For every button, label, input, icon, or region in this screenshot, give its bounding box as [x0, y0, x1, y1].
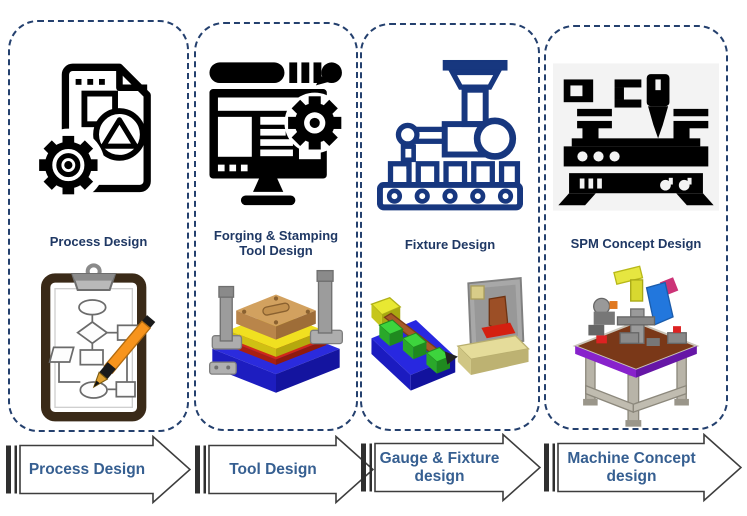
card-label: Process Design [49, 233, 148, 249]
card-process-design: Process Design [8, 20, 189, 432]
process-design-image-box [37, 260, 161, 430]
cnc-machine-icon [553, 63, 719, 211]
striped-right-arrow-icon [195, 435, 374, 505]
document-shapes-gear-icon [31, 63, 151, 202]
flow-arrow-label: Tool Design [229, 461, 317, 479]
tool-design-image-box [201, 262, 351, 429]
flow-arrow-gauge-fixture-design: Gauge & Fixture design [360, 433, 541, 503]
flow-arrow-label: Gauge & Fixture design [379, 450, 500, 485]
card-label: SPM Concept Design [570, 235, 702, 251]
cad-monitor-gear-icon [209, 62, 345, 206]
card-tool-design: Forging & Stamping Tool Design [194, 22, 358, 431]
spm-concept-image-box [561, 262, 711, 428]
flow-arrow-process-design: Process Design [5, 435, 191, 505]
flow-arrow-tool-design: Tool Design [194, 435, 374, 505]
spm-concept-icon-box [553, 57, 719, 217]
card-fixture-design: Fixture Design [360, 23, 540, 431]
card-label: Forging & Stamping Tool Design [213, 228, 339, 258]
fixture-cad-image [370, 277, 530, 391]
stamping-die-image [208, 269, 344, 393]
flow-arrow-label: Process Design [28, 461, 146, 479]
card-spm-concept-design: SPM Concept Design [544, 25, 728, 430]
striped-right-arrow-icon [544, 433, 742, 503]
process-design-icon-box [26, 52, 172, 214]
flow-arrow-machine-concept-design: Machine Concept design [543, 433, 742, 503]
flow-arrow-label: Machine Concept design [567, 450, 696, 485]
striped-right-arrow-icon [361, 433, 541, 503]
spm-machine-cad-image [572, 265, 700, 427]
fixture-design-icon-box [377, 55, 523, 217]
striped-right-arrow-icon [6, 435, 191, 505]
card-label: Fixture Design [404, 236, 496, 252]
flowchart-clipboard-image [40, 263, 155, 422]
robot-arm-conveyor-icon [377, 59, 523, 211]
tool-design-icon-box [203, 54, 349, 216]
fixture-design-image-box [368, 263, 532, 429]
